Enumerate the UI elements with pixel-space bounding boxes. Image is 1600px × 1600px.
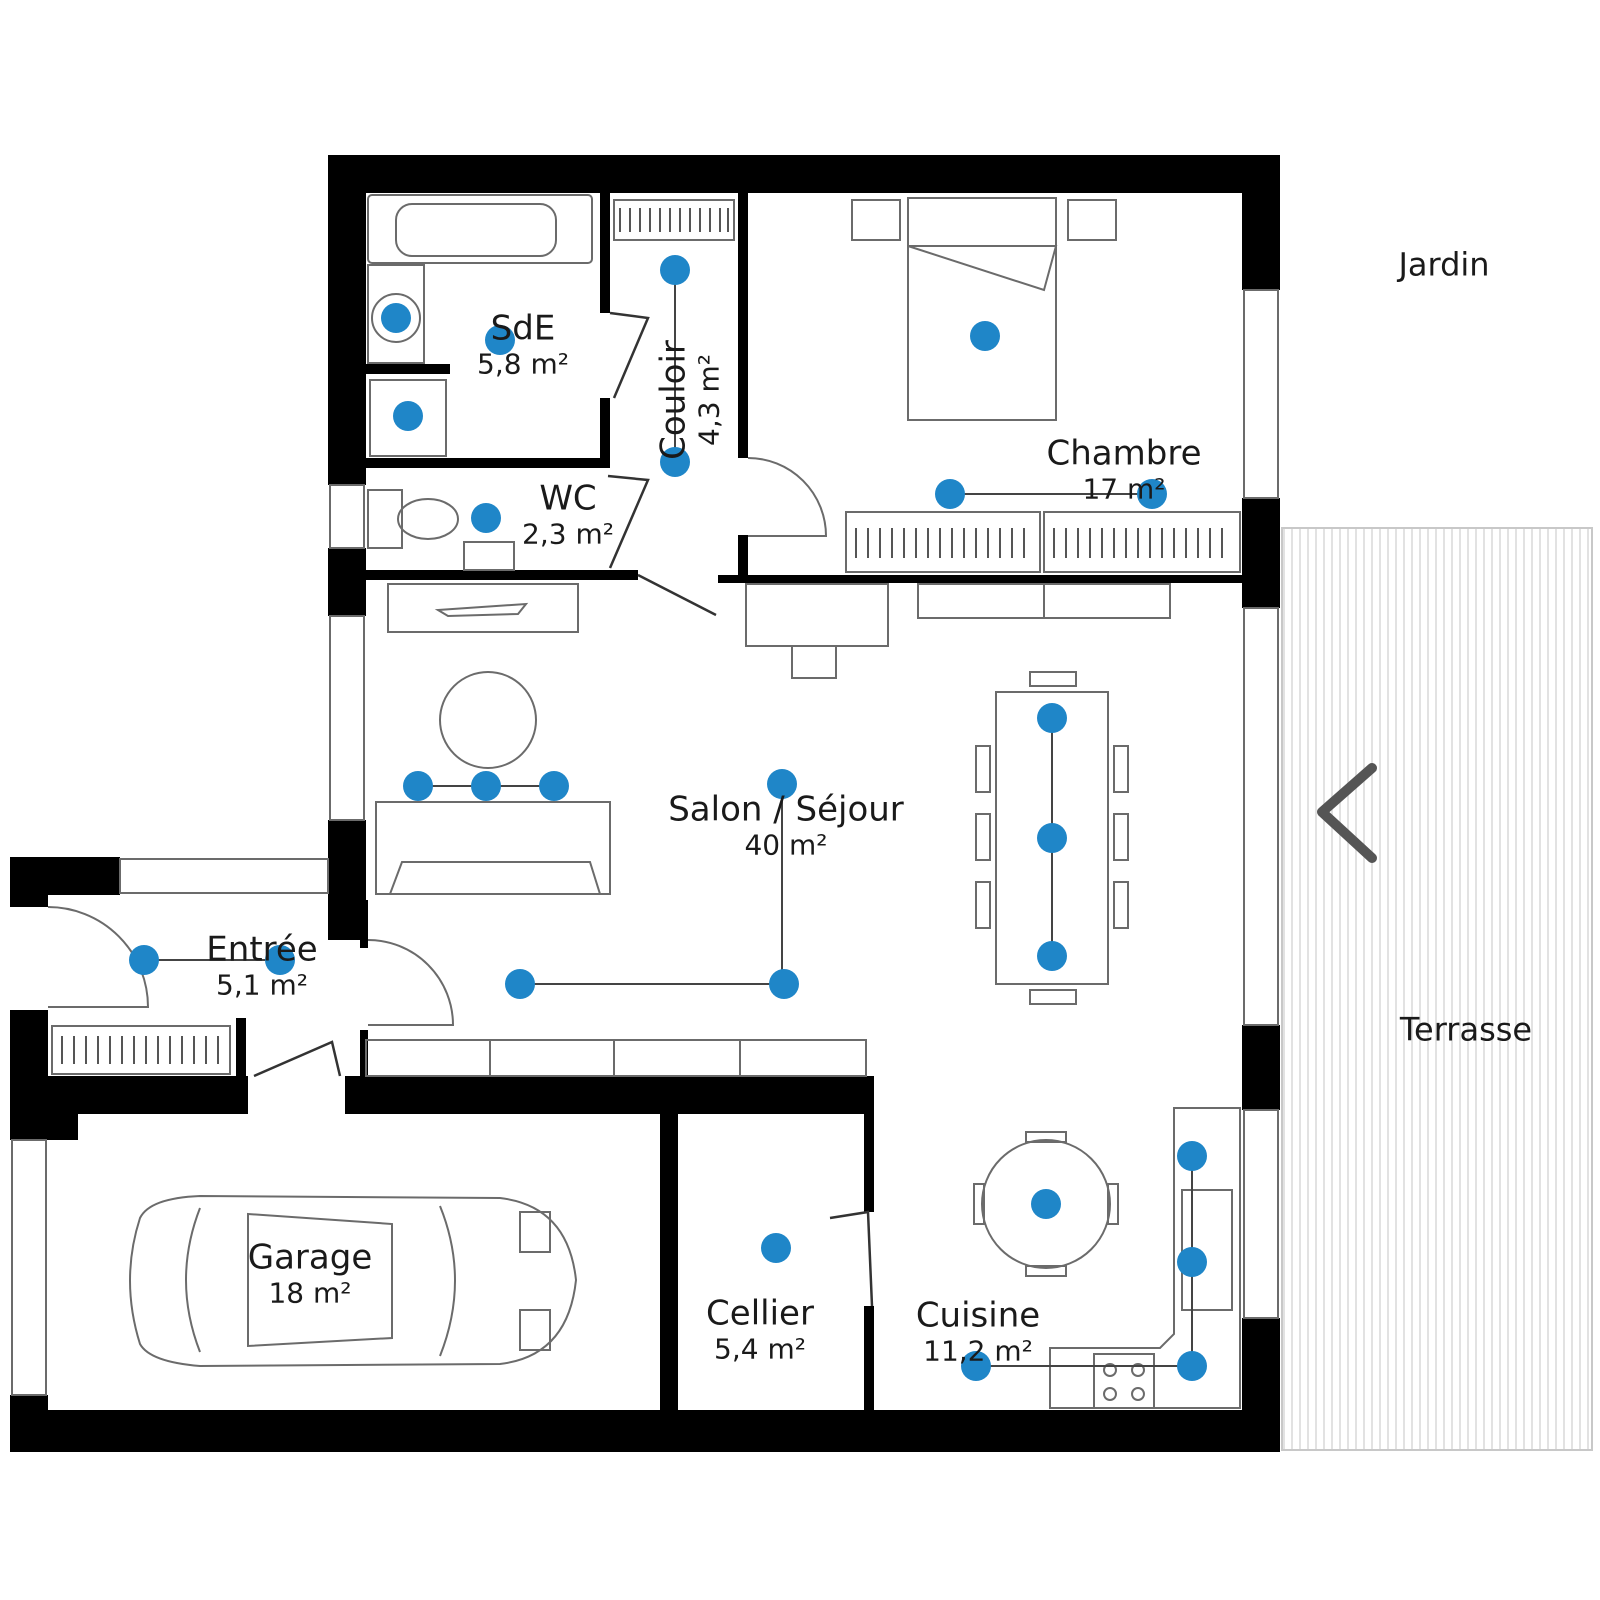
light-point[interactable] xyxy=(265,945,295,975)
bedroom-furniture xyxy=(851,197,1117,421)
room-name: Couloir xyxy=(653,340,694,460)
car-icon xyxy=(129,1194,578,1368)
room-label-cuisine: Cuisine 11,2 m² xyxy=(916,1296,1040,1367)
arrow-left-icon xyxy=(1317,763,1377,863)
room-name: Cuisine xyxy=(915,1295,1041,1336)
light-point[interactable] xyxy=(1177,1247,1207,1277)
light-point[interactable] xyxy=(970,321,1000,351)
room-label-salon: Salon / Séjour 40 m² xyxy=(668,790,904,861)
terrace xyxy=(1281,527,1593,1451)
light-point[interactable] xyxy=(1177,1141,1207,1171)
living-furniture xyxy=(375,583,1171,1005)
room-area: 4,3 m² xyxy=(692,354,726,446)
light-point[interactable] xyxy=(761,1233,791,1263)
room-area: 5,1 m² xyxy=(216,968,308,1002)
room-label-entree: Entrée 5,1 m² xyxy=(206,930,317,1001)
light-point[interactable] xyxy=(935,479,965,509)
light-point[interactable] xyxy=(767,769,797,799)
room-label-cellier: Cellier 5,4 m² xyxy=(706,1294,814,1365)
room-name: Cellier xyxy=(706,1293,814,1334)
closets xyxy=(51,199,1241,1077)
room-name: Entrée xyxy=(206,929,318,970)
room-name: Salon / Séjour xyxy=(668,789,904,830)
room-label-garage: Garage 18 m² xyxy=(248,1238,373,1309)
room-name: Chambre xyxy=(1046,433,1202,474)
room-name: SdE xyxy=(490,308,556,349)
light-point[interactable] xyxy=(129,945,159,975)
room-name: WC xyxy=(539,478,597,519)
light-point[interactable] xyxy=(403,771,433,801)
light-point[interactable] xyxy=(505,969,535,999)
room-label-sde: SdE 5,8 m² xyxy=(477,309,569,380)
light-point[interactable] xyxy=(1037,823,1067,853)
room-name: Garage xyxy=(247,1237,373,1278)
windows xyxy=(11,289,1279,1396)
light-point[interactable] xyxy=(393,401,423,431)
doors xyxy=(47,311,874,1307)
light-point[interactable] xyxy=(471,771,501,801)
light-point[interactable] xyxy=(1037,703,1067,733)
interior-walls xyxy=(48,193,1280,1432)
label-jardin: Jardin xyxy=(1398,245,1490,284)
light-points xyxy=(129,255,1207,1381)
room-label-couloir: Couloir 4,3 m² xyxy=(653,340,726,460)
room-area: 17 m² xyxy=(1082,472,1166,506)
light-point[interactable] xyxy=(961,1351,991,1381)
light-point[interactable] xyxy=(660,255,690,285)
bathroom-fixtures xyxy=(367,194,593,571)
room-area: 11,2 m² xyxy=(923,1334,1033,1368)
light-point[interactable] xyxy=(1177,1351,1207,1381)
room-area: 5,8 m² xyxy=(477,347,569,381)
exterior-walls xyxy=(10,155,1280,1452)
kitchen-furniture xyxy=(973,1107,1241,1409)
light-point[interactable] xyxy=(471,503,501,533)
light-point[interactable] xyxy=(769,969,799,999)
light-point[interactable] xyxy=(539,771,569,801)
light-point[interactable] xyxy=(1031,1189,1061,1219)
room-area: 2,3 m² xyxy=(522,517,614,551)
room-label-wc: WC 2,3 m² xyxy=(522,479,614,550)
light-point[interactable] xyxy=(381,303,411,333)
room-area: 5,4 m² xyxy=(714,1332,806,1366)
light-point[interactable] xyxy=(660,447,690,477)
room-area: 18 m² xyxy=(268,1276,352,1310)
light-point[interactable] xyxy=(1037,941,1067,971)
room-label-chambre: Chambre 17 m² xyxy=(1047,434,1202,505)
room-area: 40 m² xyxy=(744,828,828,862)
light-point[interactable] xyxy=(1137,479,1167,509)
light-point[interactable] xyxy=(485,325,515,355)
label-terrasse: Terrasse xyxy=(1399,1010,1533,1049)
